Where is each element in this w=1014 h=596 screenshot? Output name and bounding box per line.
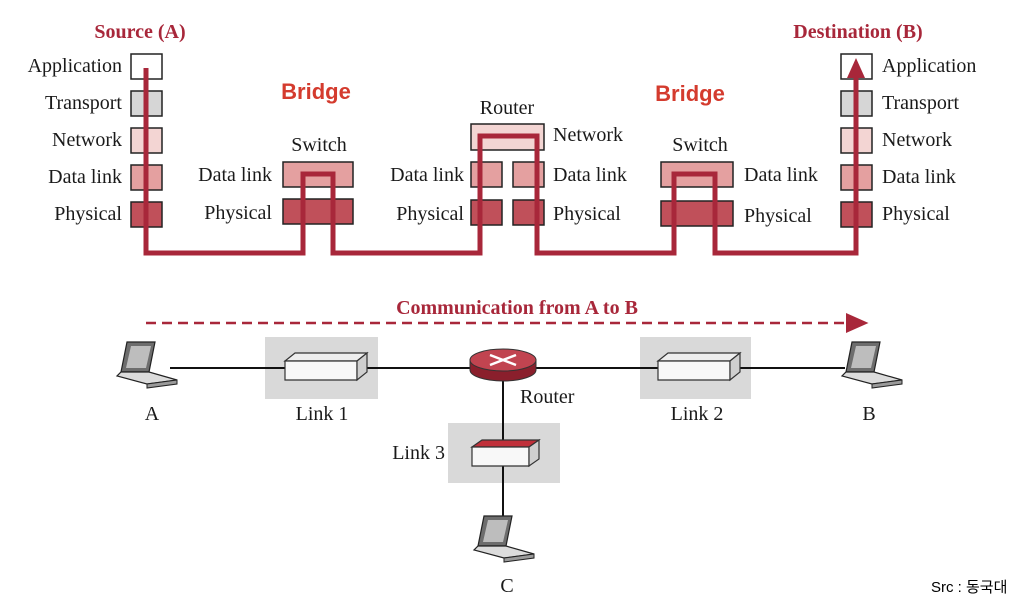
switch-right-label: Switch: [672, 134, 728, 156]
switch-left-label: Switch: [291, 134, 347, 156]
router-datalink-right-label: Data link: [553, 164, 627, 186]
bridge-left-label: Bridge: [281, 79, 351, 104]
node-a-label: A: [145, 403, 160, 425]
source-network-label: Network: [52, 129, 122, 151]
link1-label: Link 1: [296, 403, 349, 425]
destination-application-label: Application: [882, 55, 976, 77]
laptop-a-icon: [115, 341, 178, 389]
link3-switch-icon: [470, 438, 541, 468]
switch-left-physical-box: [282, 198, 354, 225]
destination-transport-label: Transport: [882, 92, 959, 114]
destination-network-label: Network: [882, 129, 952, 151]
source-datalink-label: Data link: [48, 166, 122, 188]
laptop-c-icon: [472, 515, 535, 563]
source-credit: Src : 동국대: [931, 579, 1007, 596]
router-network-label: Network: [553, 124, 623, 146]
switch-left-physical-label: Physical: [204, 202, 272, 224]
router-physical-left-box: [470, 199, 503, 226]
link3-label: Link 3: [392, 442, 445, 464]
node-c-label: C: [500, 575, 513, 596]
laptop-b-icon: [840, 341, 903, 389]
router-top-label: Router: [480, 97, 535, 119]
link2-switch-icon: [656, 351, 742, 382]
destination-physical-label: Physical: [882, 203, 950, 225]
destination-title: Destination (B): [793, 21, 922, 43]
switch-left-datalink-label: Data link: [198, 164, 272, 186]
router-physical-left-label: Physical: [396, 203, 464, 225]
router-icon: [469, 348, 537, 382]
switch-right-physical-label: Physical: [744, 205, 812, 227]
destination-datalink-label: Data link: [882, 166, 956, 188]
layer-path: [143, 64, 859, 256]
bridge-right-label: Bridge: [655, 81, 725, 106]
router-datalink-left-label: Data link: [390, 164, 464, 186]
switch-right-datalink-label: Data link: [744, 164, 818, 186]
router-bottom-label: Router: [520, 386, 575, 408]
source-physical-label: Physical: [54, 203, 122, 225]
source-application-label: Application: [28, 55, 122, 77]
link2-label: Link 2: [671, 403, 724, 425]
router-physical-right-label: Physical: [553, 203, 621, 225]
destination-arrowhead: [847, 58, 865, 78]
link1-switch-icon: [283, 351, 369, 382]
node-b-label: B: [862, 403, 875, 425]
source-title: Source (A): [94, 21, 185, 43]
router-datalink-left-box: [470, 161, 503, 188]
source-transport-label: Transport: [45, 92, 122, 114]
communication-label: Communication from A to B: [396, 297, 638, 319]
